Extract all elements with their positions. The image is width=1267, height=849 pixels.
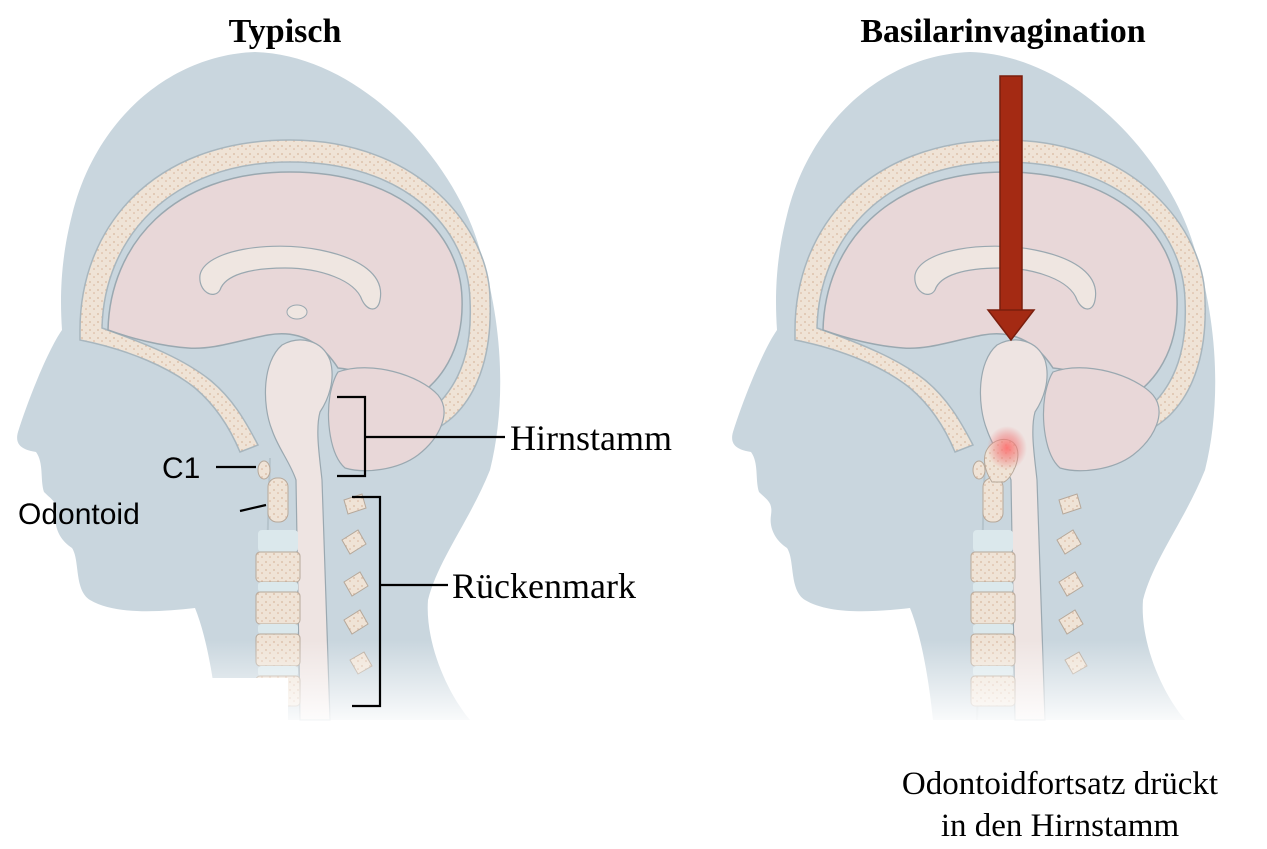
label-odontoid: Odontoid [18, 498, 140, 531]
compression-glow [987, 426, 1027, 470]
label-mask [180, 678, 288, 738]
panel-title-typical: Typisch [229, 13, 342, 50]
label-c1: C1 [162, 452, 200, 485]
label-hirnstamm: Hirnstamm [510, 418, 672, 458]
panel-title-basilar: Basilarinvagination [860, 13, 1145, 50]
head-illustration-typical [0, 52, 520, 730]
caption-line-2: in den Hirnstamm [941, 808, 1180, 844]
label-rueckenmark: Rückenmark [452, 566, 636, 606]
head-illustration-basilar [715, 52, 1235, 730]
caption-line-1: Odontoidfortsatz drückt [902, 766, 1218, 802]
panel-typical: Typisch Hirnstamm Rückenmark C1 Odontoid [0, 13, 672, 738]
panel-basilar: Basilarinvagination Odontoidfortsatz drü… [715, 13, 1235, 844]
